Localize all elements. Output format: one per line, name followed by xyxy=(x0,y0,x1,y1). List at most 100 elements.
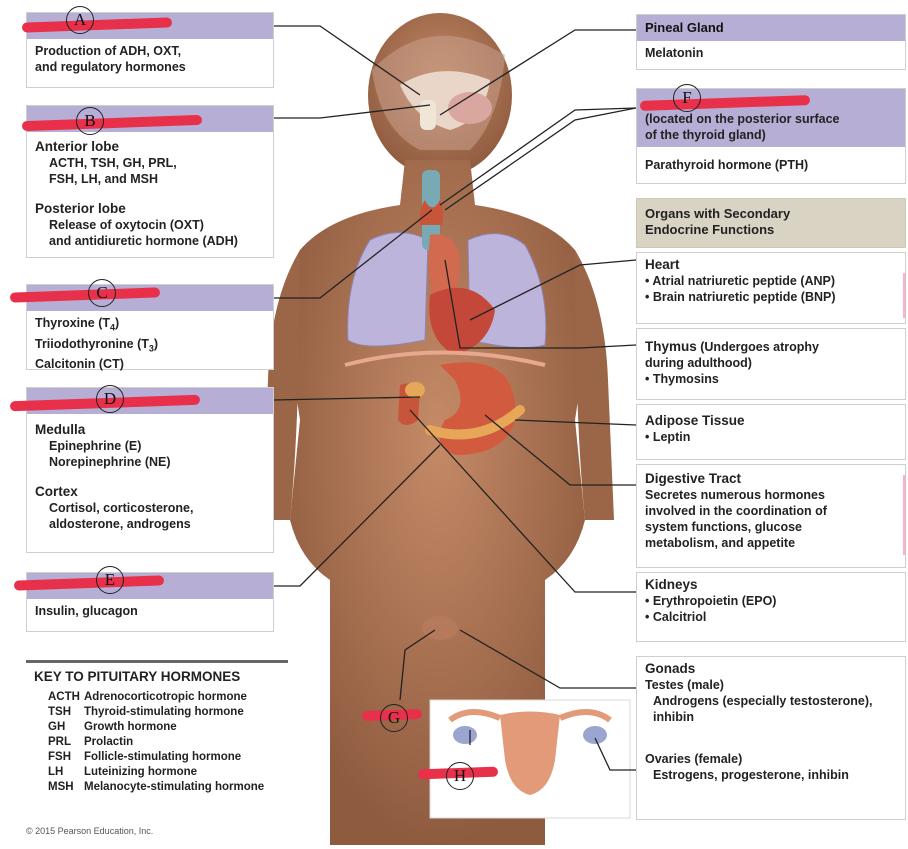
key-hormone-name: Adrenocorticotropic hormone xyxy=(84,691,247,703)
copyright: © 2015 Pearson Education, Inc. xyxy=(26,826,154,836)
gonads-box: Gonads Testes (male) Androgens (especial… xyxy=(636,656,906,820)
key-row: TSH Thyroid-stimulating hormone xyxy=(26,705,288,720)
adipose-title: Adipose Tissue xyxy=(645,413,745,428)
head-figure xyxy=(368,13,512,177)
key-abbreviation: MSH xyxy=(48,781,74,793)
digestive-line: metabolism, and appetite xyxy=(645,536,796,550)
heart-box: Heart • Atrial natriuretic peptide (ANP)… xyxy=(636,252,906,324)
adipose-line: • Leptin xyxy=(645,430,691,444)
digestive-line: Secretes numerous hormones xyxy=(645,488,825,502)
key-abbreviation: LH xyxy=(48,766,64,778)
anterior-lobe-line: FSH, LH, and MSH xyxy=(49,172,159,186)
handwritten-label-b: B xyxy=(76,107,104,135)
leader-lines xyxy=(273,25,637,771)
parathyroid-location-line: of the thyroid gland) xyxy=(645,128,766,142)
pancreas-organ xyxy=(425,405,525,440)
pineal-title: Pineal Gland xyxy=(645,20,724,35)
parathyroid-body: Parathyroid hormone (PTH) xyxy=(645,158,809,172)
key-hormone-name: Luteinizing hormone xyxy=(84,766,198,778)
digestive-title: Digestive Tract xyxy=(645,471,742,486)
handwritten-label-g: G xyxy=(380,704,408,732)
calcitonin-line: Calcitonin (CT) xyxy=(35,357,124,371)
digestive-line: involved in the coordination of xyxy=(645,504,827,518)
key-abbreviation: GH xyxy=(48,721,66,733)
key-hormone-name: Follicle-stimulating hormone xyxy=(84,751,242,763)
key-abbreviation: ACTH xyxy=(48,691,80,703)
key-hormone-name: Melanocyte-stimulating hormone xyxy=(84,781,265,793)
hypothalamus-line: Production of ADH, OXT, xyxy=(35,44,182,58)
pineal-header: Pineal Gland xyxy=(637,15,905,41)
handwritten-label-h: H xyxy=(446,762,474,790)
heart-line: • Brain natriuretic peptide (BNP) xyxy=(645,290,836,304)
digestive-box: Digestive Tract Secretes numerous hormon… xyxy=(636,464,906,568)
kidneys-box: Kidneys • Erythropoietin (EPO) • Calcitr… xyxy=(636,572,906,642)
thymus-box: Thymus (Undergoes atrophy during adultho… xyxy=(636,328,906,400)
kidneys-line: • Calcitriol xyxy=(645,610,707,624)
key-hormone-name: Prolactin xyxy=(84,736,134,748)
testes-line: inhibin xyxy=(653,710,694,724)
heart-title: Heart xyxy=(645,257,680,272)
gonads-figure xyxy=(422,616,458,640)
parathyroid-location-line: (located on the posterior surface xyxy=(645,112,840,126)
thymus-line: • Thymosins xyxy=(645,372,719,386)
pituitary-box: Anterior lobe ACTH, TSH, GH, PRL, FSH, L… xyxy=(26,105,274,258)
hypothalamus-line: and regulatory hormones xyxy=(35,60,186,74)
key-abbreviation: TSH xyxy=(48,706,71,718)
thyroxine-line: Thyroxine (T4) xyxy=(35,316,120,333)
testes-line: Androgens (especially testosterone), xyxy=(653,694,873,708)
gonads-title: Gonads xyxy=(645,661,696,676)
key-hormone-name: Thyroid-stimulating hormone xyxy=(84,706,244,718)
thymus-line: during adulthood) xyxy=(645,356,752,370)
medulla-line: Epinephrine (E) xyxy=(49,439,142,453)
thymus-title: Thymus xyxy=(645,339,697,354)
heart-organ xyxy=(429,287,495,355)
cortex-line: Cortisol, corticosterone, xyxy=(49,501,194,515)
kidneys-line: • Erythropoietin (EPO) xyxy=(645,594,777,608)
cortex-line: aldosterone, androgens xyxy=(49,517,191,531)
thymus-note: (Undergoes atrophy xyxy=(696,340,820,354)
posterior-lobe-line: and antidiuretic hormone (ADH) xyxy=(49,234,238,248)
key-row: MSH Melanocyte-stimulating hormone xyxy=(26,780,288,795)
medulla-title: Medulla xyxy=(35,422,86,437)
medulla-line: Norepinephrine (NE) xyxy=(49,455,171,469)
pineal-box: Pineal Gland Melatonin xyxy=(636,14,906,70)
key-row: PRL Prolactin xyxy=(26,735,288,750)
anterior-lobe-line: ACTH, TSH, GH, PRL, xyxy=(49,156,177,170)
handwritten-label-d: D xyxy=(96,385,124,413)
pituitary-hormone-key: KEY TO PITUITARY HORMONES ACTH Adrenocort… xyxy=(26,660,288,810)
anterior-lobe-title: Anterior lobe xyxy=(35,139,120,154)
handwritten-label-f: F xyxy=(673,84,701,112)
pineal-body: Melatonin xyxy=(645,46,704,60)
triiodothyronine-line: Triiodothyronine (T3) xyxy=(35,336,159,354)
secondary-header-line: Endocrine Functions xyxy=(645,222,775,237)
secondary-header-line: Organs with Secondary xyxy=(645,206,791,221)
secondary-functions-header: Organs with Secondary Endocrine Function… xyxy=(636,198,906,248)
testes-title: Testes (male) xyxy=(645,678,724,692)
ovaries-line: Estrogens, progesterone, inhibin xyxy=(653,768,849,782)
key-title: KEY TO PITUITARY HORMONES xyxy=(26,660,288,690)
female-reproductive-inset xyxy=(429,699,631,819)
pancreas-line: Insulin, glucagon xyxy=(35,604,138,618)
handwritten-label-e: E xyxy=(96,566,124,594)
adipose-box: Adipose Tissue • Leptin xyxy=(636,404,906,460)
key-row: FSH Follicle-stimulating hormone xyxy=(26,750,288,765)
parathyroid-box: (located on the posterior surface of the… xyxy=(636,88,906,184)
key-abbreviation: PRL xyxy=(48,736,71,748)
thyroid-gland xyxy=(419,200,444,225)
cortex-title: Cortex xyxy=(35,484,78,499)
handwritten-label-c: C xyxy=(88,279,116,307)
key-row: ACTH Adrenocorticotropic hormone xyxy=(26,690,288,705)
key-abbreviation: FSH xyxy=(48,751,71,763)
digestive-line: system functions, glucose xyxy=(645,520,802,534)
posterior-lobe-title: Posterior lobe xyxy=(35,201,126,216)
ovaries-title: Ovaries (female) xyxy=(645,752,743,766)
key-row: LH Luteinizing hormone xyxy=(26,765,288,780)
posterior-lobe-line: Release of oxytocin (OXT) xyxy=(49,218,204,232)
heart-line: • Atrial natriuretic peptide (ANP) xyxy=(645,274,836,288)
kidneys-title: Kidneys xyxy=(645,577,698,592)
thymus-title-line: Thymus (Undergoes atrophy xyxy=(645,339,897,355)
adrenal-box: Medulla Epinephrine (E) Norepinephrine (… xyxy=(26,387,274,553)
